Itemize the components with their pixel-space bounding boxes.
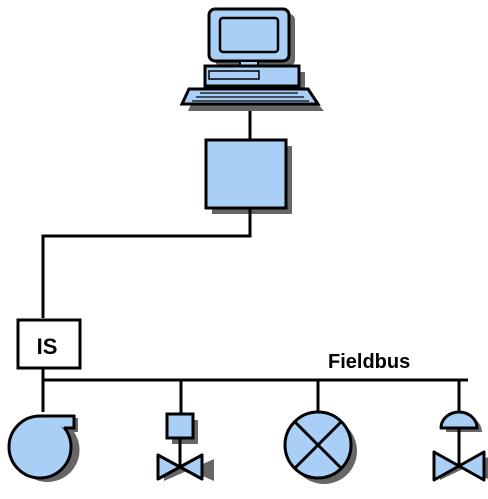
controller-box	[204, 138, 292, 214]
computer-workstation-icon	[179, 7, 324, 111]
is-label: IS	[37, 334, 58, 359]
control-valve-icon	[156, 412, 214, 481]
connector-controller-is	[41, 208, 252, 318]
is-barrier-box: IS	[16, 318, 82, 370]
indicator-lamp-icon	[283, 410, 357, 484]
fieldbus-label: Fieldbus	[328, 351, 410, 373]
pump-icon	[7, 414, 80, 482]
diaphragm-valve-icon	[432, 410, 488, 482]
